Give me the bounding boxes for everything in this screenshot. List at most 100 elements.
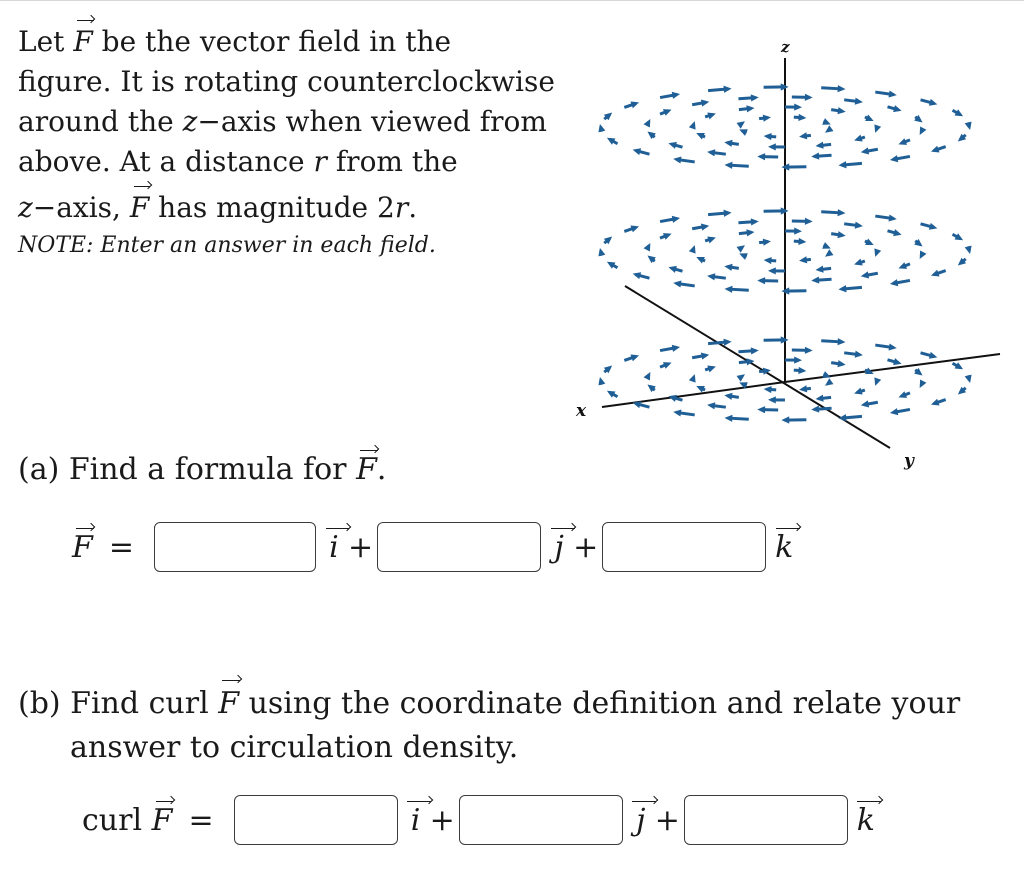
field-arrow-head	[700, 352, 710, 360]
field-arrow-head	[930, 145, 940, 153]
field-arrow-head	[860, 147, 870, 155]
field-arrow-head	[603, 112, 613, 121]
field-arrow-head	[724, 392, 733, 400]
field-arrow-head	[837, 231, 846, 239]
field-arrow-head	[643, 371, 651, 381]
field-arrow-head	[606, 137, 616, 145]
field-arrow-head	[750, 218, 759, 226]
axis-label-z: z	[780, 38, 790, 56]
field-arrow-head	[954, 109, 964, 117]
field-arrow-head	[662, 362, 672, 369]
part-b-text: (b) Find curl	[18, 686, 219, 721]
part-a-prompt: (a) Find a formula for F.	[18, 450, 387, 487]
field-arrow-head	[668, 141, 677, 149]
field-arrow-head	[837, 107, 846, 115]
field-arrow-head	[964, 245, 972, 255]
vector-F-symbol: F	[130, 186, 151, 228]
part-a-answer-row: F = i + j + k	[72, 522, 800, 572]
field-arrow-head	[671, 91, 681, 99]
part-b-text: using the coordinate definition and rela…	[239, 686, 961, 721]
field-arrow-head	[767, 396, 776, 404]
unit-vector-k: k	[770, 527, 800, 565]
field-arrow-head	[825, 378, 834, 386]
field-arrow-head	[837, 209, 846, 217]
field-arrow-head	[838, 414, 847, 422]
field-arrow-head	[865, 238, 874, 245]
field-arrow-head	[888, 343, 897, 351]
field-arrow-head	[671, 344, 681, 352]
field-arrow-head	[804, 346, 813, 354]
field-arrow-head	[854, 134, 863, 142]
field-arrow-head	[957, 257, 967, 266]
field-arrow-head	[723, 209, 732, 217]
field-arrow-head	[724, 139, 733, 147]
note-text: NOTE: Enter an answer in each field.	[18, 233, 436, 258]
field-arrow-head	[889, 408, 899, 416]
field-arrow-head	[860, 400, 870, 408]
field-arrow-head	[798, 113, 807, 122]
field-arrow-head	[888, 90, 897, 98]
field-arrow-head	[964, 374, 972, 384]
field-arrow-head	[838, 285, 847, 293]
field-arrow-head	[724, 263, 733, 271]
answer-field-a-j[interactable]	[377, 522, 542, 572]
field-arrow-head	[707, 112, 716, 120]
axis-label-y: y	[903, 451, 915, 471]
field-arrow-head	[668, 265, 677, 273]
field-arrow-head	[763, 385, 772, 394]
field-arrow-head	[606, 390, 616, 398]
intro-text: −axis when viewed from	[197, 105, 547, 138]
answer-field-a-i[interactable]	[153, 522, 316, 572]
field-arrow-head	[632, 401, 642, 409]
field-arrow-head	[893, 229, 902, 237]
field-arrow-head	[780, 83, 789, 91]
vector-F-lhs: F	[72, 527, 94, 565]
vector-F-symbol: F	[356, 450, 378, 487]
field-arrow-head	[598, 123, 606, 133]
answer-field-b-k[interactable]	[683, 795, 848, 845]
field-arrow-head	[746, 229, 755, 237]
z-symbol: z	[182, 105, 198, 138]
unit-vector-i: i	[402, 800, 431, 838]
field-arrow-head	[767, 267, 776, 275]
part-a-text: (a) Find a formula for	[18, 452, 357, 487]
field-arrow-head	[815, 141, 824, 149]
intro-text: be the vector field in the	[92, 25, 452, 58]
field-arrow-head	[964, 121, 972, 131]
field-arrow-head	[736, 245, 745, 253]
field-arrow-head	[673, 156, 682, 164]
plus-sign: +	[429, 802, 455, 838]
intro-text: .	[408, 191, 418, 224]
field-arrow-head	[874, 377, 882, 386]
intro-line-1: Let F be the vector field in the	[18, 20, 578, 62]
field-arrow-head	[757, 277, 766, 285]
vector-F-symbol: F	[218, 680, 240, 726]
equals-sign: =	[108, 529, 134, 565]
answer-field-a-k[interactable]	[602, 522, 767, 572]
field-arrow-head	[750, 94, 759, 102]
intro-line-2: figure. It is rotating counterclockwise	[18, 65, 555, 98]
part-a-text: .	[376, 452, 387, 487]
field-arrow-head	[643, 118, 651, 128]
intro-text: from the	[326, 145, 458, 178]
field-arrow-head	[724, 285, 733, 293]
field-arrow-head	[914, 367, 923, 376]
field-arrow-head	[700, 99, 710, 107]
field-arrow-head	[647, 384, 656, 393]
field-arrow-head	[781, 163, 790, 171]
field-arrow-head	[893, 105, 902, 113]
field-arrow-head	[762, 367, 771, 375]
answer-field-b-j[interactable]	[458, 795, 623, 845]
field-arrow-head	[822, 371, 831, 378]
field-arrow-head	[888, 214, 897, 222]
field-arrow-head	[724, 161, 733, 169]
field-arrow-head	[696, 257, 705, 264]
plus-sign: +	[654, 802, 680, 838]
field-arrow-head	[707, 273, 716, 281]
field-arrow-head	[780, 336, 789, 344]
answer-field-b-i[interactable]	[233, 795, 398, 845]
equals-sign: =	[188, 802, 214, 838]
r-symbol: r	[394, 191, 409, 224]
field-arrow-head	[688, 121, 696, 130]
field-arrow-head	[668, 394, 677, 402]
